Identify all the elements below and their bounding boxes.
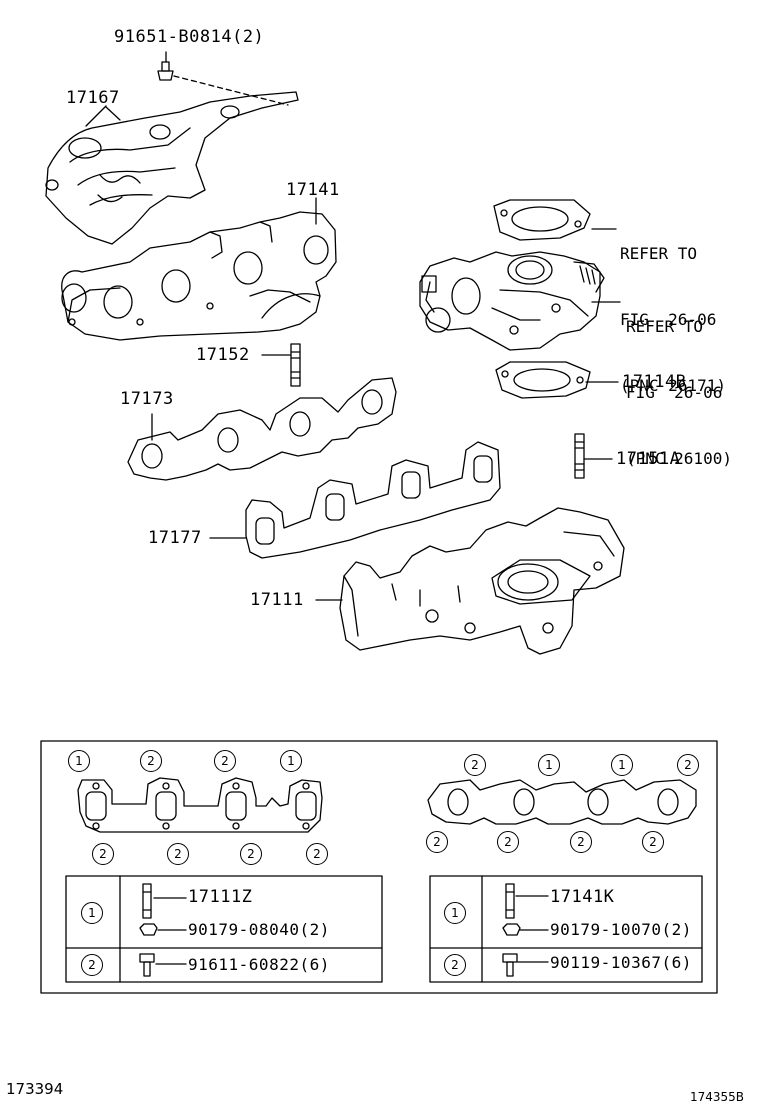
- intake-gasket-illustration: [245, 441, 501, 559]
- kit-gasket-right-illustration: [427, 779, 697, 825]
- reference-26171-line-2: FIG 26-06: [620, 310, 717, 329]
- exhaust-manifold-label: 17141: [286, 180, 340, 200]
- marker-2: 2: [464, 754, 486, 776]
- reference-26100-line-1: REFER TO: [626, 317, 704, 336]
- marker-1: 1: [538, 754, 560, 776]
- table-right-row2-marker: 2: [444, 954, 466, 976]
- table-right-row2-part: 90119-10367(6): [550, 953, 692, 972]
- throttle-gasket-upper-illustration: [493, 199, 591, 241]
- table-left-row2-part: 91611-60822(6): [188, 955, 330, 974]
- bolt-top-illustration: [157, 51, 289, 106]
- kit-table-right-frame: [429, 875, 703, 983]
- reference-26100: REFER TO FIG 26-06 (PNC 26100): [626, 272, 732, 492]
- leader-lines: [105, 106, 621, 601]
- throttle-body-illustration: [419, 251, 605, 351]
- kit-right-nut-illustration: [502, 923, 549, 936]
- stud-17151a-label: 17151A: [616, 449, 681, 469]
- heat-insulator-label: 17167: [66, 88, 120, 108]
- intake-manifold-label: 17111: [250, 590, 304, 610]
- throttle-gasket-label: 17114B: [622, 372, 687, 392]
- reference-26171-line-1: REFER TO: [620, 244, 698, 263]
- footer-left-code: 173394: [6, 1080, 64, 1098]
- kit-left-stud-illustration: [142, 883, 187, 919]
- marker-1: 1: [611, 754, 633, 776]
- kit-box-frame: [40, 740, 718, 994]
- kit-right-stud-illustration: [505, 883, 549, 919]
- marker-1: 1: [68, 750, 90, 772]
- marker-1: 1: [280, 750, 302, 772]
- marker-2: 2: [240, 843, 262, 865]
- marker-2: 2: [570, 831, 592, 853]
- marker-2: 2: [426, 831, 448, 853]
- table-right-row1-part: 17141K: [550, 887, 615, 907]
- table-left-row1-part: 17111Z: [188, 887, 253, 907]
- intake-manifold-illustration: [339, 507, 625, 655]
- exhaust-manifold-illustration: [61, 211, 337, 341]
- marker-2: 2: [497, 831, 519, 853]
- reference-26100-line-2: FIG 26-06: [626, 383, 723, 402]
- marker-2: 2: [92, 843, 114, 865]
- kit-table-left-frame: [65, 875, 383, 983]
- kit-left-bolt-illustration: [139, 953, 187, 977]
- reference-26171-line-3: (PNC 26171): [620, 376, 726, 395]
- intake-gasket-label: 17177: [148, 528, 202, 548]
- reference-26171: REFER TO FIG 26-06 (PNC 26171): [620, 199, 726, 419]
- marker-2: 2: [642, 831, 664, 853]
- stud-17152-illustration: [290, 343, 301, 387]
- exhaust-gasket-label: 17173: [120, 389, 174, 409]
- table-left-row1-sub: 90179-08040(2): [188, 920, 330, 939]
- table-right-row1-sub: 90179-10070(2): [550, 920, 692, 939]
- kit-right-bolt-illustration: [502, 953, 549, 977]
- kit-left-nut-illustration: [139, 923, 187, 936]
- footer-right-code: 174355B: [690, 1090, 745, 1104]
- marker-2: 2: [214, 750, 236, 772]
- table-right-row1-marker: 1: [444, 902, 466, 924]
- table-left-row2-marker: 2: [81, 954, 103, 976]
- marker-2: 2: [167, 843, 189, 865]
- marker-2: 2: [306, 843, 328, 865]
- exhaust-gasket-illustration: [127, 377, 397, 481]
- reference-26100-line-3: (PNC 26100): [626, 449, 732, 468]
- marker-2: 2: [140, 750, 162, 772]
- stud-17152-label: 17152: [196, 345, 250, 365]
- stud-17151a-illustration: [574, 433, 585, 479]
- table-left-row1-marker: 1: [81, 902, 103, 924]
- throttle-gasket-lower-illustration: [495, 361, 591, 399]
- bolt-top-label: 91651-B0814(2): [114, 27, 265, 47]
- heat-insulator-illustration: [45, 91, 299, 245]
- kit-gasket-left-illustration: [77, 777, 323, 833]
- marker-2: 2: [677, 754, 699, 776]
